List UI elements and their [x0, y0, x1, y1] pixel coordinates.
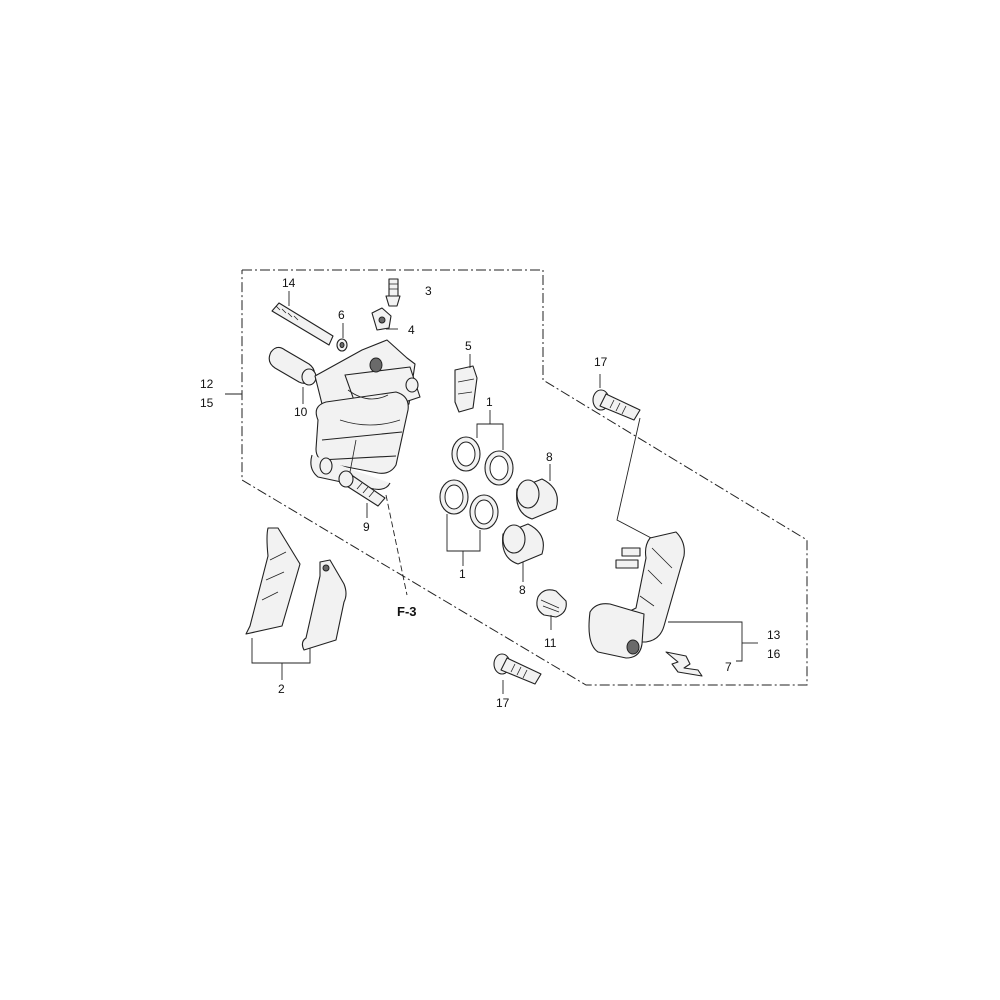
callout-12: 12	[200, 377, 214, 391]
part-2-brake-pads	[245, 527, 347, 651]
reference-f-3: F-3	[397, 604, 417, 619]
part-17-bracket-bolt-upper	[592, 389, 641, 421]
callout-6: 6	[338, 308, 345, 322]
callout-9: 9	[363, 520, 370, 534]
callout-17-lower: 17	[496, 696, 510, 710]
callout-17-upper: 17	[594, 355, 608, 369]
part-6-cap	[336, 338, 348, 352]
callout-5: 5	[465, 339, 472, 353]
part-5-pad-spring	[454, 365, 478, 413]
callout-3: 3	[425, 284, 432, 298]
callout-14: 14	[282, 276, 296, 290]
callout-16: 16	[767, 647, 781, 661]
callout-15: 15	[200, 396, 214, 410]
callout-11: 11	[544, 636, 557, 650]
part-9-caliper-bolt	[338, 470, 386, 507]
callout-8-lower: 8	[519, 583, 526, 597]
part-11-slide-boot	[536, 589, 567, 618]
part-10-pin-boot	[268, 346, 317, 386]
caliper-body	[310, 339, 421, 490]
callout-10: 10	[294, 405, 308, 419]
callout-8-upper: 8	[546, 450, 553, 464]
callout-2: 2	[278, 682, 285, 696]
part-3-bleeder-screw	[385, 278, 401, 307]
callout-7: 7	[725, 660, 732, 674]
assembly-frame-outline	[241, 269, 808, 686]
callout-1-upper: 1	[486, 395, 493, 409]
callout-4: 4	[408, 323, 415, 337]
caliper-bracket	[588, 531, 685, 659]
part-17-bracket-bolt-lower	[493, 653, 542, 685]
callout-1-lower: 1	[459, 567, 466, 581]
callout-13: 13	[767, 628, 781, 642]
part-1-piston-seals	[439, 436, 514, 530]
part-8-pistons	[502, 478, 558, 565]
part-7-retainer-clip	[665, 651, 703, 677]
part-14-pin-bolt	[271, 302, 334, 346]
part-4-bleeder-cap-bracket	[371, 307, 392, 331]
